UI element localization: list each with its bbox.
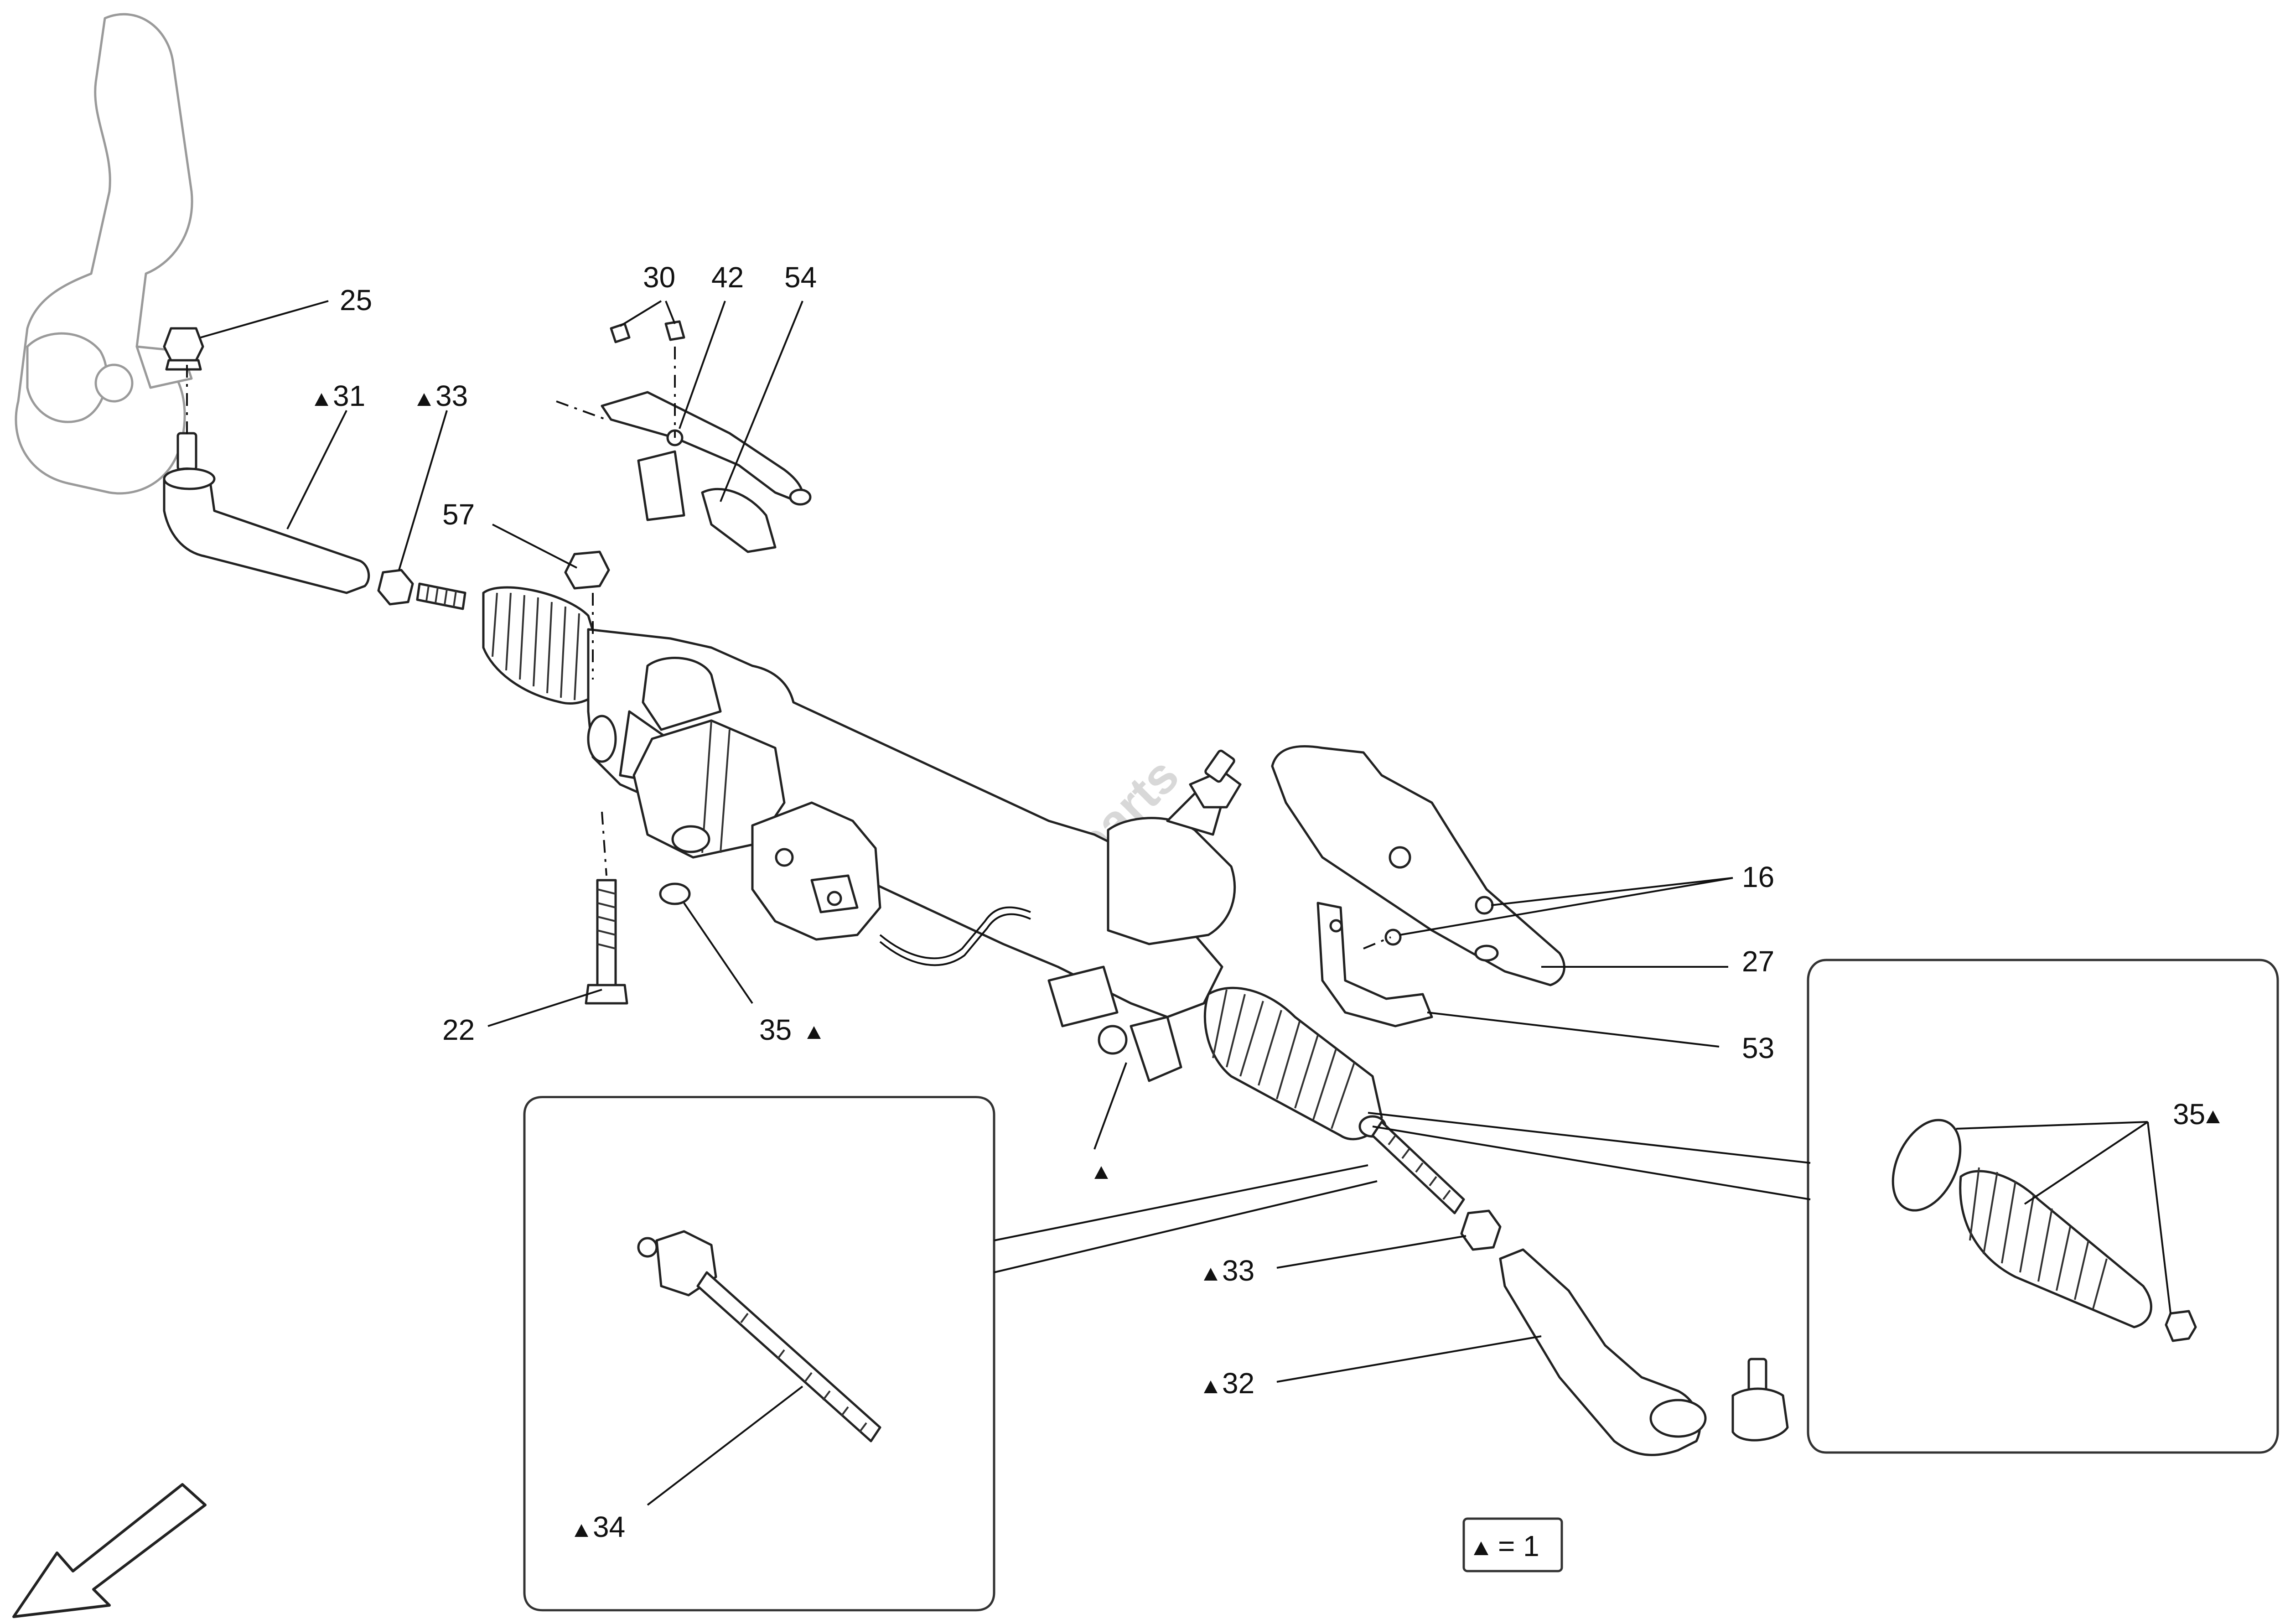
- direction-arrow-icon: [12, 1483, 207, 1618]
- callout-57: 57: [442, 498, 475, 531]
- callout-labels: 25 31 33 30 42 54 57 16 27 53 22 35 35 3…: [315, 261, 2220, 1543]
- bolt-22: [585, 879, 628, 1005]
- triangle-marker-icon: [1474, 1541, 1488, 1555]
- legend-box: = 1: [1462, 1517, 1563, 1572]
- callout-31: 31: [333, 379, 365, 412]
- bolts-16: [1384, 896, 1494, 946]
- assist-motor: [632, 719, 786, 859]
- nut-25: [163, 327, 204, 371]
- inset-tie-rod: [523, 1096, 995, 1612]
- callout-35-housing: 35: [759, 1013, 792, 1046]
- lock-nut-right: [1460, 1209, 1502, 1251]
- lock-nut-left: [377, 569, 414, 606]
- legend-text: = 1: [1498, 1530, 1539, 1562]
- callout-42: 42: [711, 261, 744, 294]
- callout-54: 54: [784, 261, 817, 294]
- nut-57: [564, 550, 610, 590]
- triangle-marker-icon: [1204, 1380, 1218, 1393]
- callout-30: 30: [643, 261, 675, 294]
- callout-53: 53: [1742, 1032, 1774, 1064]
- callout-27: 27: [1742, 945, 1774, 978]
- bracket-53: [1316, 902, 1433, 1027]
- steering-knuckle: [15, 13, 193, 495]
- callout-32: 32: [1222, 1367, 1254, 1400]
- inner-tie-rod-right: [1358, 1115, 1465, 1214]
- callout-33-left: 33: [435, 379, 468, 412]
- leader-lines: [200, 300, 2171, 1506]
- triangle-marker-icon: [575, 1524, 588, 1537]
- triangle-marker-icon: [1094, 1166, 1108, 1179]
- pinion-housing: [1047, 749, 1242, 1082]
- callout-34: 34: [593, 1510, 625, 1543]
- callout-16: 16: [1742, 861, 1774, 893]
- tie-rod-end-left: [163, 432, 370, 594]
- tie-rod-end-right: [1499, 1248, 1789, 1456]
- inner-tie-rod-left: [416, 582, 466, 610]
- callout-33-right: 33: [1222, 1254, 1254, 1287]
- triangle-marker-icon: [315, 393, 328, 406]
- triangle-marker-icon: [1204, 1268, 1218, 1281]
- triangle-marker-icon: [807, 1026, 821, 1039]
- callout-22: 22: [442, 1013, 475, 1046]
- callout-35-inset: 35: [2173, 1098, 2205, 1131]
- wiring-harness: [879, 906, 1031, 966]
- bushing-35: [659, 882, 691, 905]
- triangle-marker-icon: [417, 393, 431, 406]
- triangle-marker-icon: [2206, 1110, 2220, 1123]
- callout-25: 25: [340, 284, 372, 316]
- control-unit: [751, 801, 881, 941]
- heat-shield-right: [1271, 745, 1565, 986]
- inset-boot-kit: [1807, 959, 2279, 1454]
- boot-right: [1203, 986, 1383, 1141]
